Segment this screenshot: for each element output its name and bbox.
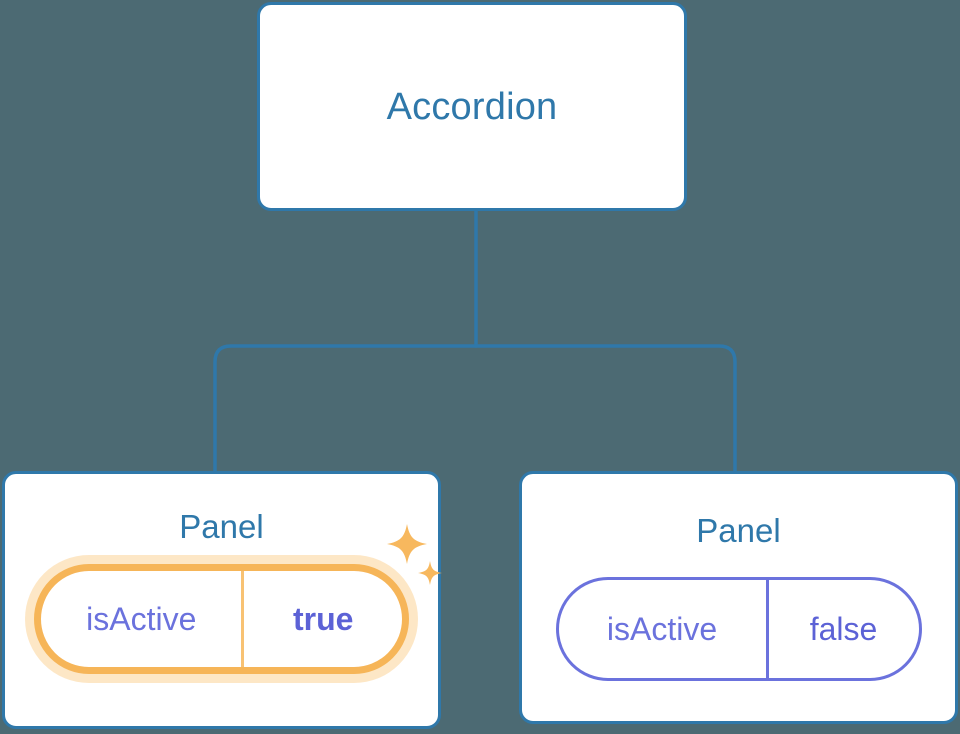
sparkle-small-icon [418,561,442,585]
node-panel-right-label: Panel [696,512,781,549]
prop-key-label: isActive [606,611,718,647]
prop-key-cell: isActive [41,571,245,667]
prop-pill-right-wrapper: isActive false [555,577,922,681]
node-accordion-label: Accordion [386,85,558,128]
prop-pill-isactive-true[interactable]: isActive true [34,564,409,674]
edge-root-to-panel-left [213,344,478,473]
node-panel-right[interactable]: Panel isActive false [519,471,958,724]
node-panel-left-label: Panel [179,508,264,545]
sparkle-icon [387,524,427,564]
prop-value-cell: true [244,571,402,667]
edge-root-to-panel-right [474,344,737,473]
prop-pill-left-wrapper: isActive true [34,524,442,674]
node-accordion[interactable]: Accordion [257,2,687,211]
node-panel-left[interactable]: Panel isActive true [2,471,442,729]
prop-pill-isactive-false[interactable]: isActive false [555,577,922,681]
prop-value-label: false [809,611,878,647]
prop-value-label: true [293,601,354,637]
prop-key-label: isActive [86,601,197,637]
prop-key-cell: isActive [559,580,769,678]
prop-value-cell: false [769,580,919,678]
